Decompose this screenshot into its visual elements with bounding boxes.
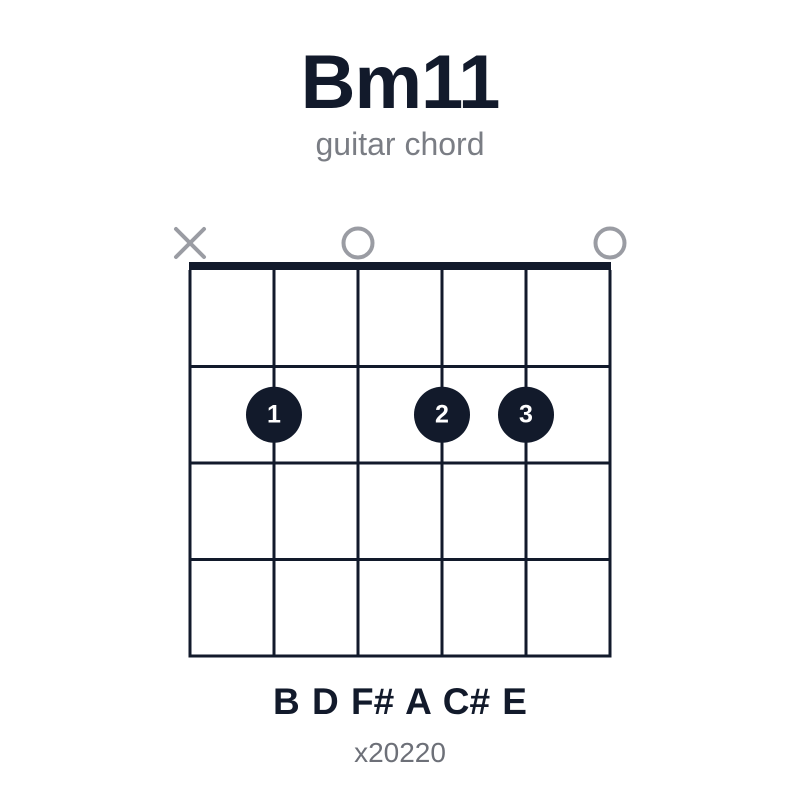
chord-subtitle: guitar chord [315,126,485,162]
finger-dot-2: 2 [414,386,470,443]
string-markers [174,226,627,260]
muted-string-icon [174,227,206,259]
open-string-icon [341,226,375,260]
chord-name: Bm11 [300,40,501,125]
muted-cross-stroke-b [174,227,206,259]
chord-fingering: x20220 [354,737,446,768]
finger-dot-3: 3 [498,386,554,443]
open-string-icon [593,226,627,260]
finger-dot-circle [246,386,302,443]
fret-grid [188,270,612,658]
nut-layer [189,262,611,270]
finger-dot-circle [414,386,470,443]
nut [189,262,611,270]
finger-number: 2 [435,400,449,428]
chord-notes: B D F# A C# E [273,681,527,722]
finger-number: 1 [267,400,281,428]
finger-dot-circle [498,386,554,443]
finger-dots: 1 2 3 [246,386,554,443]
finger-dot-1: 1 [246,386,302,443]
finger-number: 3 [519,400,533,428]
